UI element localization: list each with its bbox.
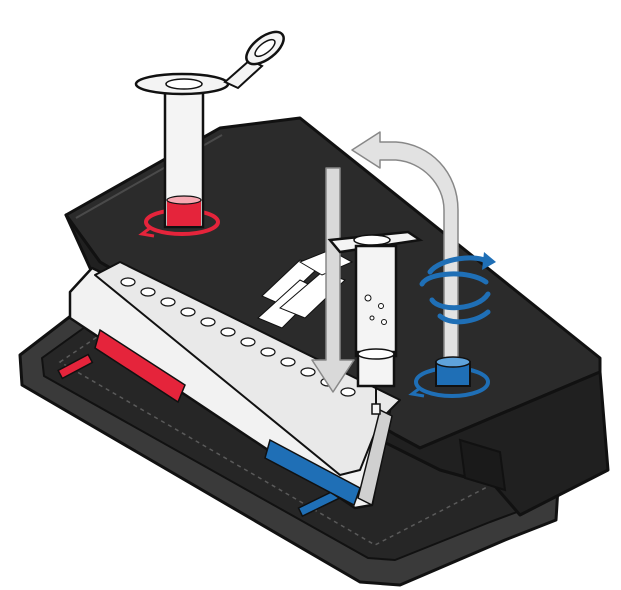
well bbox=[280, 357, 296, 367]
well bbox=[140, 287, 156, 297]
well bbox=[220, 327, 236, 337]
tube-with-cap-icon bbox=[134, 30, 285, 238]
blue-well-icon bbox=[408, 356, 490, 398]
well-strip bbox=[94, 261, 401, 507]
well-row bbox=[120, 277, 356, 397]
syringe-icon bbox=[327, 230, 424, 415]
bubble bbox=[378, 303, 384, 309]
well bbox=[160, 297, 176, 307]
well-strip-end bbox=[357, 408, 393, 507]
rotate-arrowhead-upper bbox=[482, 252, 496, 270]
arrow-down-icon bbox=[311, 167, 355, 393]
rotate-icon bbox=[419, 252, 496, 325]
tray-red-marker bbox=[57, 353, 94, 380]
well bbox=[180, 307, 196, 317]
curved-arrow-icon bbox=[351, 131, 459, 363]
well bbox=[340, 387, 356, 397]
tube-cap-hinge bbox=[223, 58, 264, 90]
rotate-arc-lower bbox=[429, 291, 491, 311]
tube-liquid-top bbox=[166, 195, 202, 205]
well bbox=[260, 347, 276, 357]
well bbox=[240, 337, 256, 347]
syringe-mouth bbox=[353, 234, 391, 246]
bubble bbox=[364, 294, 372, 302]
bubble bbox=[381, 319, 387, 325]
well bbox=[120, 277, 136, 287]
tube-cap-inner bbox=[254, 38, 276, 58]
cassette-red-band bbox=[94, 328, 186, 404]
well bbox=[200, 317, 216, 327]
well bbox=[300, 367, 316, 377]
tube-mouth bbox=[165, 78, 203, 90]
tube-port-arrow bbox=[138, 226, 155, 238]
bubble bbox=[369, 315, 375, 321]
cassette-blue-band bbox=[264, 438, 361, 507]
syringe-bubbles bbox=[364, 294, 387, 325]
blue-well-top bbox=[435, 356, 471, 368]
rotate-arc-bottom bbox=[437, 309, 491, 325]
syringe-plunger-top bbox=[357, 348, 395, 360]
block-step bbox=[458, 438, 507, 492]
blue-well-arrow bbox=[408, 386, 425, 398]
syringe-needle-tip bbox=[371, 403, 381, 415]
syringe-barrel bbox=[354, 244, 398, 358]
rotate-arc-back bbox=[419, 271, 489, 287]
